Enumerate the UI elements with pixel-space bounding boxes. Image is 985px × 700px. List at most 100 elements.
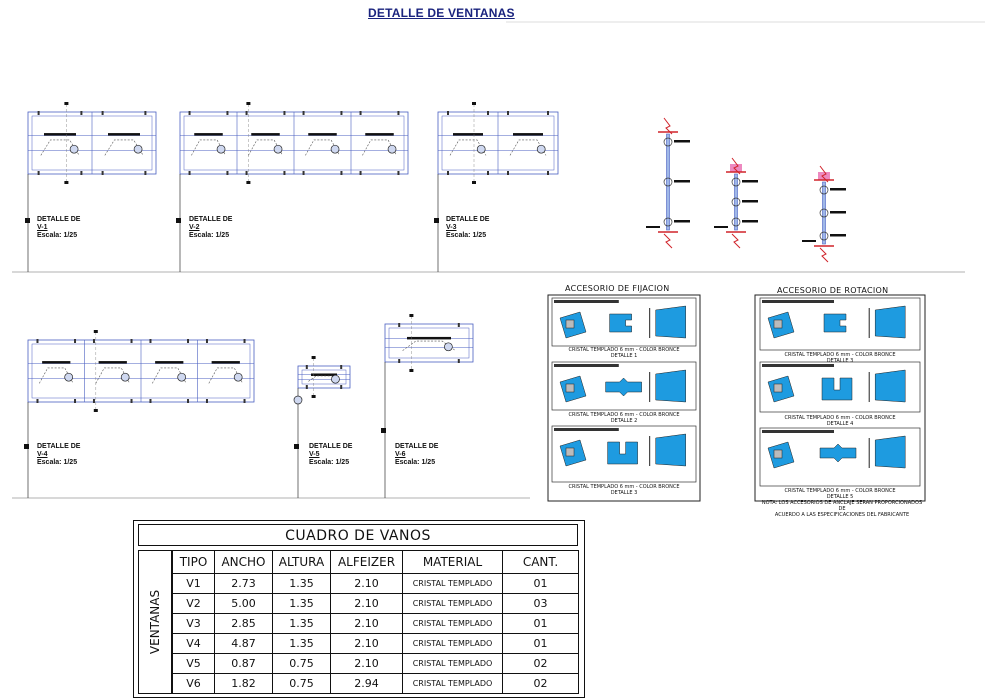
fitting-circle xyxy=(731,217,741,227)
section-mark xyxy=(246,102,251,105)
anchor-tick xyxy=(188,111,191,115)
table-cell: 2.73 xyxy=(214,573,273,594)
annotation-bar xyxy=(674,220,690,223)
anchor-tick xyxy=(243,339,246,343)
anchor-tick xyxy=(302,171,305,175)
table-cell: 2.10 xyxy=(330,613,403,634)
hinge-circle xyxy=(64,372,74,382)
hinge-circle xyxy=(476,144,486,154)
anchor-tick xyxy=(305,365,308,369)
section-mark xyxy=(472,102,476,105)
anchor-tick xyxy=(359,111,362,115)
break-symbol xyxy=(819,247,829,263)
glass-section xyxy=(734,173,738,231)
anchor-tick xyxy=(74,339,77,343)
anchor-tick xyxy=(226,171,229,175)
table-header-cell: ALFEIZER xyxy=(330,550,403,574)
rotation-accessory-box xyxy=(754,294,926,502)
leader-mark xyxy=(24,444,29,449)
window-frame-inner xyxy=(388,327,470,359)
anchor-tick xyxy=(487,111,489,115)
anchor-tick xyxy=(245,171,248,175)
cut-glass xyxy=(823,313,847,333)
cut-glass xyxy=(605,377,642,397)
annotation-bar xyxy=(674,140,690,143)
glass-pane xyxy=(874,435,906,469)
section-mark xyxy=(93,330,98,333)
hinge-circle xyxy=(331,374,340,384)
table-cell: 0.75 xyxy=(272,673,331,694)
openings-table-title: CUADRO DE VANOS xyxy=(138,524,578,546)
fitting-circle xyxy=(663,177,673,187)
table-cell: 2.94 xyxy=(330,673,403,694)
anchor-tick xyxy=(487,171,489,175)
anchor-tick xyxy=(101,111,104,115)
table-cell: 0.75 xyxy=(272,653,331,674)
table-cell: 03 xyxy=(502,593,579,614)
openings-table-side: VENTANAS xyxy=(138,550,172,694)
glass-pane xyxy=(655,305,686,339)
table-header-cell: MATERIAL xyxy=(402,550,503,574)
anchor-tick xyxy=(36,339,39,343)
glass-section xyxy=(822,181,826,245)
section-mark xyxy=(64,181,69,184)
opening-line xyxy=(509,139,547,156)
anchor-tick xyxy=(149,339,152,343)
accessory-panel-header xyxy=(554,300,619,303)
fitting-circle xyxy=(819,231,829,241)
anchor-tick xyxy=(447,111,449,115)
table-cell: 1.35 xyxy=(272,573,331,594)
table-cell: CRISTAL TEMPLADO xyxy=(402,673,503,694)
annotation-bar xyxy=(98,361,127,364)
table-cell: 02 xyxy=(502,653,579,674)
leader-mark xyxy=(381,428,386,433)
annotation-bar xyxy=(674,180,690,183)
bracket-plate xyxy=(773,449,783,459)
annotation-bar xyxy=(251,133,280,136)
anchor-tick xyxy=(144,111,147,115)
table-cell: 2.10 xyxy=(330,633,403,654)
accessory-panel-header xyxy=(762,364,834,367)
table-cell: 01 xyxy=(502,613,579,634)
cut-glass xyxy=(821,377,853,401)
anchor-tick xyxy=(187,339,190,343)
fitting-circle xyxy=(663,217,673,227)
anchor-tick xyxy=(37,111,40,115)
table-cell: 0.87 xyxy=(214,653,273,674)
hinge-circle xyxy=(120,372,130,382)
anchor-tick xyxy=(397,171,400,175)
table-cell: 2.85 xyxy=(214,613,273,634)
fixation-accessory-box xyxy=(547,294,701,502)
table-cell: V1 xyxy=(172,573,215,594)
break-symbol xyxy=(819,165,829,183)
table-cell: V4 xyxy=(172,633,215,654)
hinge-circle xyxy=(177,372,187,382)
annotation-bar xyxy=(211,361,240,364)
anchor-tick xyxy=(74,399,77,403)
annotation-bar xyxy=(830,234,846,237)
table-cell: CRISTAL TEMPLADO xyxy=(402,633,503,654)
leader-mark xyxy=(434,218,439,223)
break-symbol xyxy=(731,233,741,249)
hinge-circle xyxy=(444,342,453,352)
anchor-tick xyxy=(245,111,248,115)
table-cell: 1.35 xyxy=(272,613,331,634)
annotation-bar xyxy=(108,133,140,136)
anchor-tick xyxy=(340,385,343,389)
anchor-tick xyxy=(243,399,246,403)
annotation-bar xyxy=(44,133,76,136)
bracket-plate xyxy=(565,383,575,393)
hinge-circle xyxy=(293,395,303,405)
annotation-bar xyxy=(407,336,451,340)
anchor-tick xyxy=(340,365,343,369)
